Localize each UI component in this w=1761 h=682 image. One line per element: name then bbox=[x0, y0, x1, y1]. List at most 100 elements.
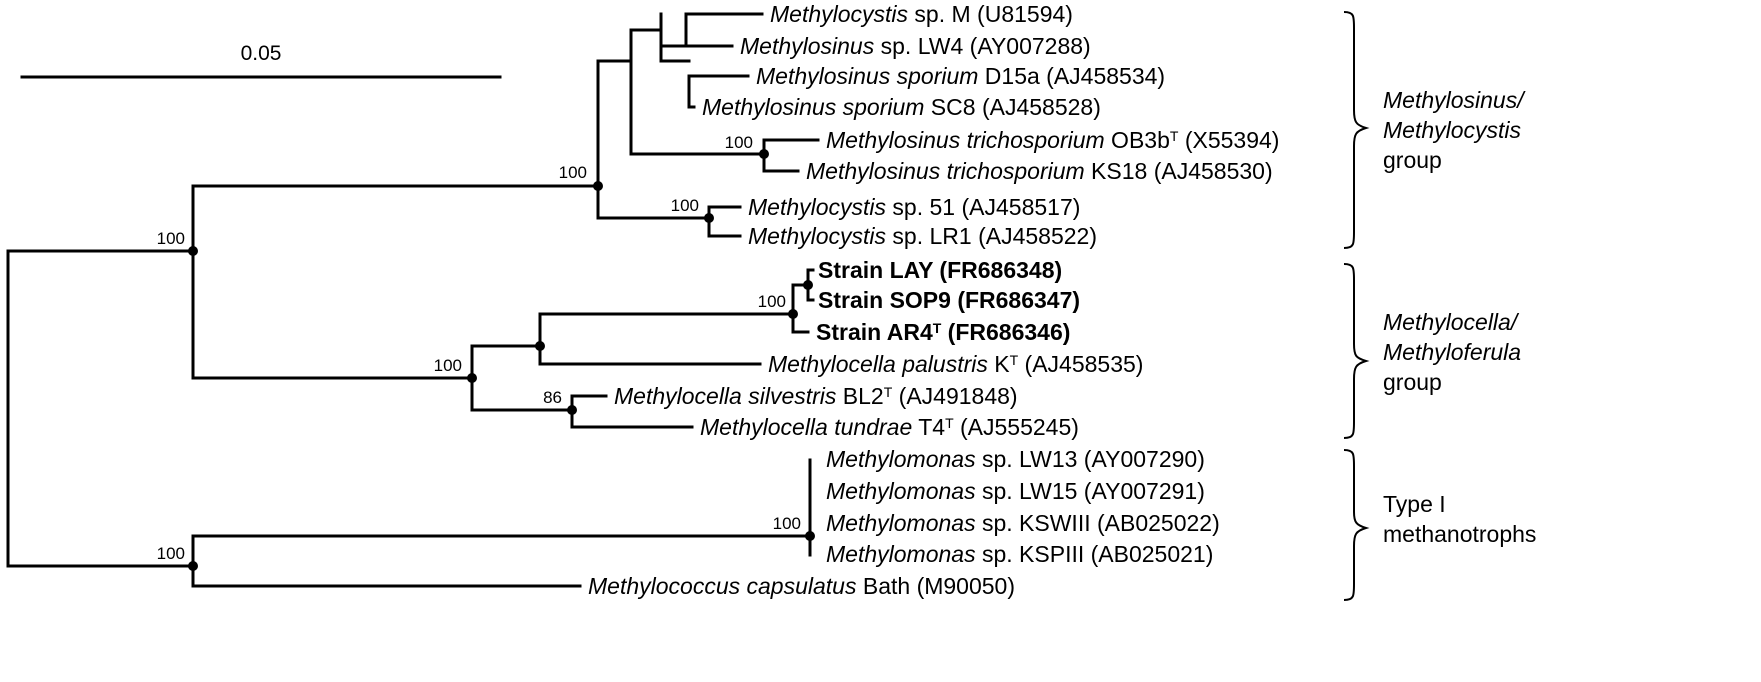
taxon-name: Methylomonas bbox=[826, 541, 976, 567]
group-label-mcel: Methylocella/Methyloferula group bbox=[1383, 309, 1521, 395]
taxon-name: Methylosinus trichosporium bbox=[826, 127, 1105, 153]
taxon-detail: Strain AR4 bbox=[816, 319, 933, 345]
taxon-detail: sp. LW13 (AY007290) bbox=[976, 446, 1205, 472]
node-dot bbox=[788, 309, 798, 319]
taxon-label-strain: Strain SOP9 (FR686347) bbox=[818, 287, 1080, 313]
node-dot bbox=[535, 341, 545, 351]
taxon-name: Methylocystis bbox=[748, 223, 887, 249]
taxon-label: Methylocystis sp. 51 (AJ458517) bbox=[748, 194, 1080, 220]
taxon-detail: sp. KSWIII (AB025022) bbox=[976, 510, 1220, 536]
taxon-label: Methylosinus sporium SC8 (AJ458528) bbox=[702, 94, 1101, 120]
tree-nodes bbox=[188, 149, 815, 571]
taxon-detail: (AJ458535) bbox=[1018, 351, 1143, 377]
scale-bar-label: 0.05 bbox=[241, 42, 282, 65]
taxon-label: Methylocella tundrae T4T (AJ555245) bbox=[700, 414, 1079, 440]
brace-mcel-group bbox=[1343, 263, 1370, 439]
taxon-label: Methylomonas sp. LW15 (AY007291) bbox=[826, 478, 1205, 504]
group-label-line: Methylocella/ bbox=[1383, 309, 1520, 335]
taxon-label: Methylomonas sp. LW13 (AY007290) bbox=[826, 446, 1205, 472]
taxon-name: Methylocystis bbox=[748, 194, 887, 220]
group-label-msin: Methylosinus/Methylocystis group bbox=[1383, 87, 1526, 173]
node-dot bbox=[704, 213, 714, 223]
group-label-line: Methyloferula bbox=[1383, 339, 1521, 365]
taxon-name: Methylocystis bbox=[770, 1, 909, 27]
bootstrap-value: 100 bbox=[157, 229, 185, 248]
bootstrap-value: 100 bbox=[773, 514, 801, 533]
taxon-detail: sp. LW4 (AY007288) bbox=[874, 33, 1090, 59]
taxon-label: Methylomonas sp. KSPIII (AB025021) bbox=[826, 541, 1213, 567]
group-label-line: group bbox=[1383, 147, 1442, 173]
group-label-line: methanotrophs bbox=[1383, 521, 1536, 547]
taxon-label-strain: Strain AR4T (FR686346) bbox=[816, 319, 1070, 345]
group-label-type1: Type I methanotrophs bbox=[1383, 491, 1536, 547]
bootstrap-value: 100 bbox=[157, 544, 185, 563]
group-labels: Methylosinus/Methylocystis group Methyloc… bbox=[1383, 87, 1536, 547]
taxon-label: Methylosinus trichosporium KS18 (AJ45853… bbox=[806, 158, 1273, 184]
brace-msin-group bbox=[1343, 11, 1370, 249]
taxon-label: Methylocystis sp. LR1 (AJ458522) bbox=[748, 223, 1097, 249]
taxon-detail: OB3b bbox=[1105, 127, 1170, 153]
node-dot bbox=[593, 181, 603, 191]
node-dot bbox=[805, 531, 815, 541]
scale-bar: 0.05 bbox=[20, 42, 502, 79]
taxon-label-strain: Strain LAY (FR686348) bbox=[818, 257, 1062, 283]
taxon-detail: Strain SOP9 (FR686347) bbox=[818, 287, 1080, 313]
group-braces bbox=[1343, 11, 1370, 601]
group-label-line: group bbox=[1383, 369, 1442, 395]
taxon-name: Methylomonas bbox=[826, 478, 976, 504]
taxon-label: Methylomonas sp. KSWIII (AB025022) bbox=[826, 510, 1220, 536]
bootstrap-value: 100 bbox=[725, 133, 753, 152]
taxon-name: Methylosinus bbox=[740, 33, 875, 59]
bootstrap-value: 86 bbox=[543, 388, 562, 407]
group-label-line: Type I bbox=[1383, 491, 1446, 517]
node-dot bbox=[759, 149, 769, 159]
type-strain-mark: T bbox=[1170, 128, 1179, 144]
taxon-name: Methylosinus sporium bbox=[702, 94, 924, 120]
brace-type1-group bbox=[1343, 449, 1370, 601]
taxon-detail: D15a (AJ458534) bbox=[978, 63, 1165, 89]
taxon-detail: sp. M (U81594) bbox=[908, 1, 1073, 27]
node-dot bbox=[467, 373, 477, 383]
taxon-label: Methylosinus sp. LW4 (AY007288) bbox=[740, 33, 1091, 59]
type-strain-mark: T bbox=[884, 384, 893, 400]
taxon-label: Methylocystis sp. M (U81594) bbox=[770, 1, 1073, 27]
taxon-detail: Strain LAY (FR686348) bbox=[818, 257, 1062, 283]
taxon-detail: (X55394) bbox=[1178, 127, 1279, 153]
taxon-labels: Methylocystis sp. M (U81594) Methylosinu… bbox=[588, 1, 1279, 599]
taxon-label: Methylosinus sporium D15a (AJ458534) bbox=[756, 63, 1165, 89]
taxon-name: Methylocella tundrae bbox=[700, 414, 912, 440]
group-label-line: Methylocystis bbox=[1383, 117, 1522, 143]
taxon-label: Methylocella palustris KT (AJ458535) bbox=[768, 351, 1143, 377]
group-label-line: Methylosinus/ bbox=[1383, 87, 1526, 113]
taxon-name: Methylococcus capsulatus bbox=[588, 573, 857, 599]
bootstrap-value: 100 bbox=[559, 163, 587, 182]
tree-branches bbox=[6, 12, 820, 588]
taxon-label: Methylococcus capsulatus Bath (M90050) bbox=[588, 573, 1015, 599]
type-strain-mark: T bbox=[933, 320, 942, 336]
taxon-detail: KS18 (AJ458530) bbox=[1085, 158, 1273, 184]
taxon-detail: (AJ491848) bbox=[892, 383, 1017, 409]
taxon-label: Methylosinus trichosporium OB3bT (X55394… bbox=[826, 127, 1279, 153]
taxon-detail: sp. KSPIII (AB025021) bbox=[976, 541, 1214, 567]
taxon-label: Methylocella silvestris BL2T (AJ491848) bbox=[614, 383, 1018, 409]
bootstrap-value: 100 bbox=[434, 356, 462, 375]
taxon-detail: (FR686346) bbox=[941, 319, 1070, 345]
taxon-name: Methylosinus trichosporium bbox=[806, 158, 1085, 184]
taxon-name: Methylocella silvestris bbox=[614, 383, 837, 409]
taxon-detail: sp. 51 (AJ458517) bbox=[886, 194, 1080, 220]
taxon-name: Methylomonas bbox=[826, 510, 976, 536]
taxon-detail: BL2 bbox=[836, 383, 883, 409]
node-dot bbox=[567, 405, 577, 415]
taxon-detail: SC8 (AJ458528) bbox=[924, 94, 1100, 120]
taxon-detail: sp. LW15 (AY007291) bbox=[976, 478, 1205, 504]
node-dot bbox=[188, 561, 198, 571]
bootstrap-value: 100 bbox=[758, 292, 786, 311]
bootstrap-values: 100 100 100 100 100 100 86 100 100 bbox=[157, 133, 801, 563]
taxon-detail: (AJ555245) bbox=[954, 414, 1079, 440]
taxon-detail: sp. LR1 (AJ458522) bbox=[886, 223, 1097, 249]
taxon-name: Methylomonas bbox=[826, 446, 976, 472]
node-dot bbox=[803, 280, 813, 290]
bootstrap-value: 100 bbox=[671, 196, 699, 215]
taxon-detail: K bbox=[988, 351, 1010, 377]
